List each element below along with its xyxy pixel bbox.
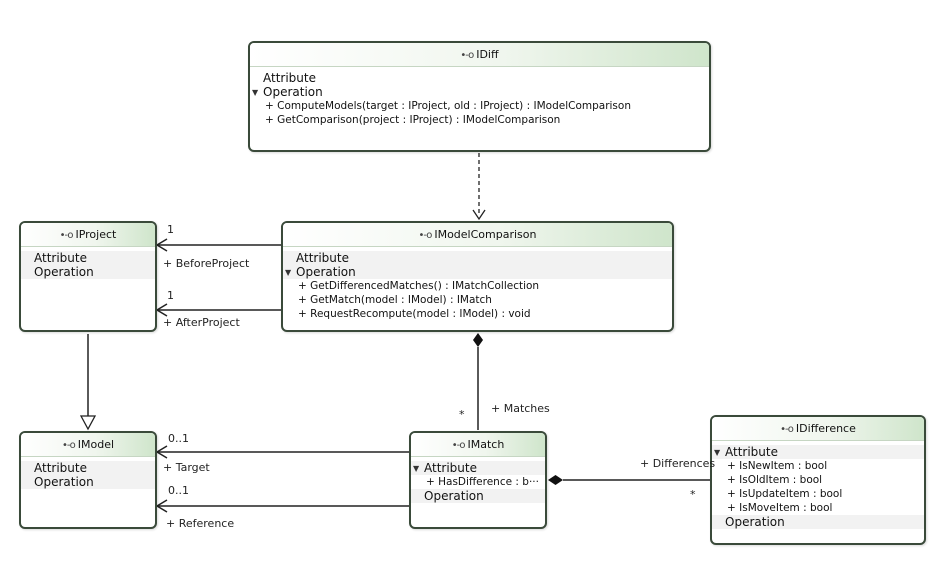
section-label: Operation [296,265,356,279]
section-label: Attribute [725,445,778,459]
target-arrowhead [155,445,168,459]
generalization-arrowhead [79,415,97,431]
expand-triangle-icon[interactable]: ▼ [285,268,292,277]
composition-diamond-matches [473,333,483,347]
matches-role: + Matches [491,402,550,415]
reference-arrowhead [155,499,168,513]
attribute-section[interactable]: ▼ Attribute [712,445,924,459]
attribute-section[interactable]: ▼ Attribute [411,461,545,475]
reference-multiplicity: 0..1 [168,484,189,497]
attribute-item[interactable]: + IsMoveItem : bool [727,502,833,514]
expand-triangle-icon[interactable]: ▼ [714,448,721,457]
interface-icon: •-o [61,440,76,451]
attribute-item[interactable]: + HasDifference : b··· [426,476,539,488]
before-project-multiplicity: 1 [167,223,174,236]
before-project-role: + BeforeProject [163,257,250,270]
after-project-multiplicity: 1 [167,289,174,302]
section-label: Operation [34,265,94,279]
after-project-arrowhead [155,303,168,317]
operation-section[interactable]: ▼ Operation [250,85,709,99]
section-label: Operation [263,85,323,99]
interface-icon: •-o [418,230,433,241]
target-role: + Target [163,461,210,474]
expand-triangle-icon[interactable]: ▼ [252,88,259,97]
expand-triangle-icon[interactable]: ▼ [413,464,420,473]
operation-item[interactable]: + GetDifferencedMatches() : IMatchCollec… [298,280,540,292]
operation-section[interactable]: Operation [21,265,155,279]
class-name: IDiff [476,48,499,61]
target-multiplicity: 0..1 [168,432,189,445]
operation-section[interactable]: ▼ Operation [283,265,672,279]
section-label: Attribute [424,461,477,475]
section-label: Attribute [263,71,316,85]
realization-arrowhead [472,209,486,221]
class-name: IModel [77,438,115,451]
section-label: Operation [34,475,94,489]
class-name: IMatch [467,438,505,451]
class-name: IDifference [795,422,856,435]
attribute-item[interactable]: + IsNewItem : bool [727,460,828,472]
attribute-section[interactable]: Attribute [283,251,672,265]
attribute-item[interactable]: + IsUpdateItem : bool [727,488,843,500]
differences-multiplicity: * [690,488,696,501]
after-project-role: + AfterProject [163,316,240,329]
section-label: Operation [725,515,785,529]
operation-section[interactable]: Operation [712,515,924,529]
before-project-arrowhead [155,238,168,252]
matches-multiplicity: * [459,408,465,421]
operation-item[interactable]: + GetComparison(project : IProject) : IM… [265,114,561,126]
interface-icon: •-o [59,230,74,241]
class-name: IProject [75,228,117,241]
section-label: Operation [424,489,484,503]
attribute-item[interactable]: + IsOldItem : bool [727,474,823,486]
attribute-section[interactable]: Attribute [21,251,155,265]
section-label: Attribute [34,461,87,475]
attribute-section[interactable]: Attribute [250,71,709,85]
reference-role: + Reference [166,517,235,530]
operation-item[interactable]: + ComputeModels(target : IProject, old :… [265,100,631,112]
differences-role: + Differences [640,457,716,470]
section-label: Attribute [34,251,87,265]
attribute-section[interactable]: Attribute [21,461,155,475]
interface-icon: •-o [780,424,794,435]
operation-section[interactable]: Operation [21,475,155,489]
operation-item[interactable]: + RequestRecompute(model : IModel) : voi… [298,308,531,320]
section-label: Attribute [296,251,349,265]
operation-section[interactable]: Operation [411,489,545,503]
interface-icon: •-o [460,50,474,61]
class-name: IModelComparison [434,228,537,241]
interface-icon: •-o [451,440,466,451]
operation-item[interactable]: + GetMatch(model : IModel) : IMatch [298,294,492,306]
composition-diamond-differences [548,475,563,485]
